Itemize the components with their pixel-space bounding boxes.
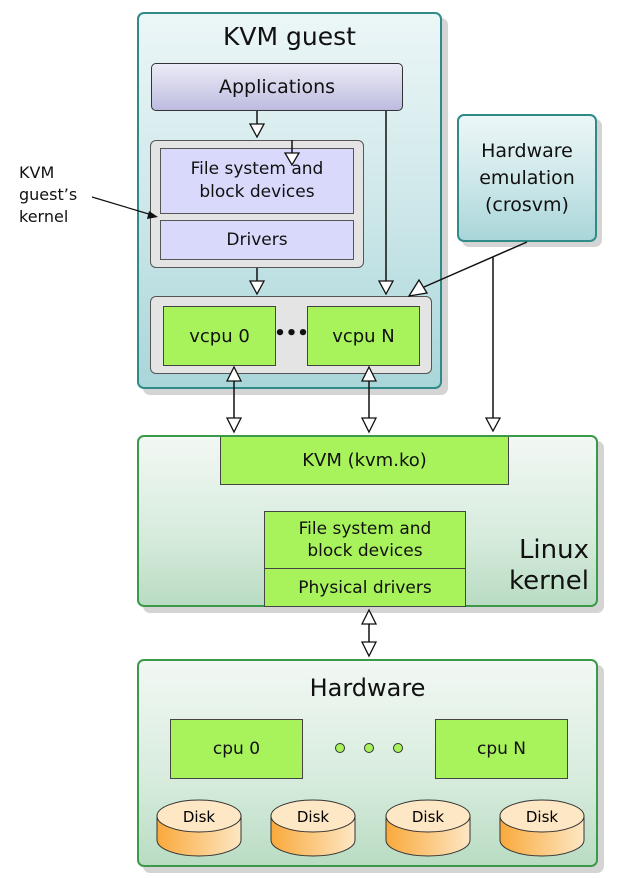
disk-4: Disk — [499, 799, 585, 857]
linux-label-line-2: kernel — [508, 566, 589, 596]
physical-drivers-box: Physical drivers — [264, 568, 466, 607]
arrow-apps-to-fs-head — [283, 152, 301, 167]
arrow-vcpun-down-head — [360, 417, 378, 434]
linux-label-line-1: Linux — [518, 535, 589, 565]
disk-label: Disk — [526, 808, 559, 826]
disk-label: Disk — [412, 808, 445, 826]
applications-box: Applications — [151, 63, 403, 111]
disk-label: Disk — [297, 808, 330, 826]
guest-drivers-box: Drivers — [160, 220, 354, 260]
host-fs-line-1: File system and — [298, 519, 432, 539]
cpu-ellipsis-dot — [393, 743, 403, 753]
arrow-apps-to-kernel-head — [248, 123, 266, 139]
callout-line-2: guest’s — [19, 185, 78, 204]
arrow-kernel-hw-up-head — [360, 608, 378, 625]
host-file-system-box: File system and block devices — [264, 511, 466, 569]
emu-line-2: emulation — [479, 166, 575, 189]
vcpu-0-box: vcpu 0 — [163, 306, 276, 366]
arrow-vcpu0-up-head — [225, 365, 243, 382]
cpu-0-box: cpu 0 — [170, 719, 303, 779]
disk-label: Disk — [183, 808, 216, 826]
vcpu-ellipsis: ••• — [274, 322, 309, 344]
arrow-emu-to-vcpu-head — [407, 278, 429, 297]
arrow-emu-to-vcpu-line — [423, 241, 528, 288]
hardware-title: Hardware — [309, 674, 426, 702]
disk-1: Disk — [156, 799, 242, 857]
disk-2: Disk — [270, 799, 356, 857]
guest-file-system-box: File system and block devices — [160, 148, 354, 214]
callout-line-1: KVM — [19, 163, 55, 182]
arrow-emu-to-kvm-head — [484, 417, 502, 433]
emu-line-3: (crosvm) — [485, 193, 569, 216]
cpu-n-box: cpu N — [435, 719, 568, 779]
kvm-module-box: KVM (kvm.ko) — [220, 437, 509, 485]
host-fs-line-2: block devices — [307, 541, 423, 561]
callout-line-3: kernel — [19, 207, 69, 226]
arrow-kernel-hw-down-head — [360, 641, 378, 658]
arrow-kernel-to-vcpu-head — [248, 280, 266, 296]
guest-fs-line-1: File system and — [190, 159, 324, 179]
arrow-vcpun-up-head — [360, 365, 378, 382]
emu-line-1: Hardware — [481, 139, 573, 162]
callout-pointer-head — [147, 211, 158, 219]
guest-fs-line-2: block devices — [199, 182, 315, 202]
vcpu-n-box: vcpu N — [307, 306, 420, 366]
arrow-vcpu0-down-head — [225, 417, 243, 434]
hardware-emulation-box: Hardware emulation (crosvm) — [457, 114, 597, 242]
cpu-ellipsis-dot — [364, 743, 374, 753]
arrow-apps-to-vcpun-head — [377, 280, 395, 296]
guest-kernel-callout: KVM guest’s kernel — [19, 162, 99, 228]
callout-pointer-line — [91, 196, 153, 216]
linux-kernel-label: Linux kernel — [497, 535, 589, 597]
kvm-guest-title: KVM guest — [223, 21, 356, 51]
disk-3: Disk — [385, 799, 471, 857]
cpu-ellipsis-dot — [335, 743, 345, 753]
